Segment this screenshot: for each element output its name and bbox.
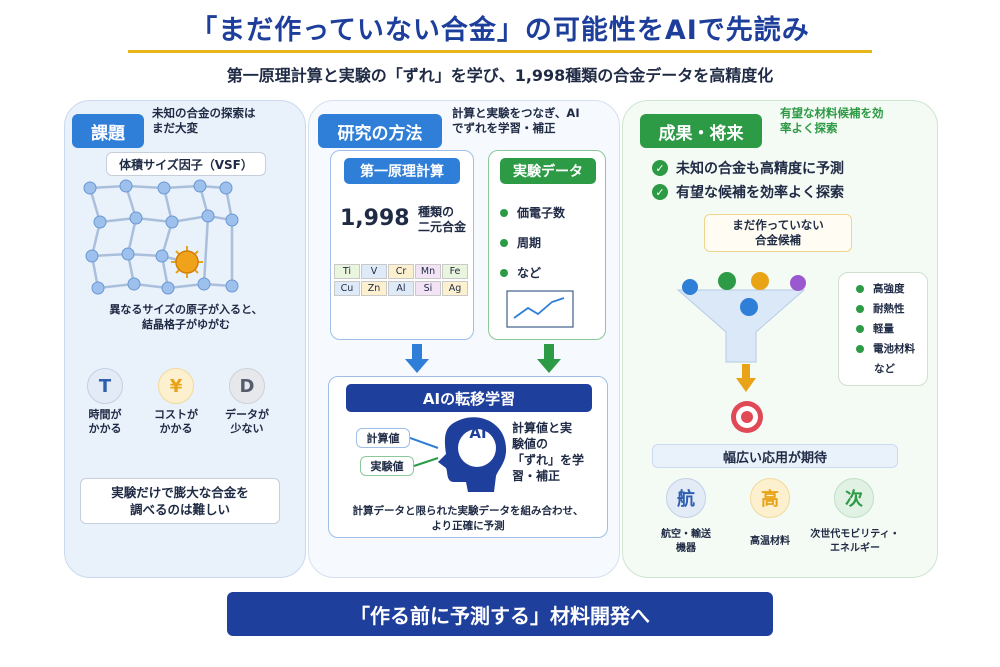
bullet-dot (856, 284, 864, 293)
crystal-lattice-diagram (83, 179, 239, 295)
results-note: 有望な材料候補を効 率よく探索 (780, 106, 884, 135)
experiment-item-label: 周期 (517, 236, 542, 250)
check-icon: ✓ (652, 184, 668, 200)
property-label: 高強度 (873, 283, 905, 295)
lattice-caption: 異なるサイズの原子が入ると、 結晶格子がゆがむ (109, 303, 263, 331)
exp-value-chip: 実験値 (360, 456, 414, 476)
conclusion-banner: 「作る前に予測する」材料開発へ (227, 592, 773, 636)
title-underline (128, 50, 872, 53)
experiment-item-label: 価電子数 (517, 206, 566, 220)
property-item: 軽量 (856, 321, 894, 336)
challenge-note: 未知の合金の探索は まだ大変 (152, 106, 256, 135)
time-icon: T (87, 368, 123, 404)
alloy-count: 1,998 (340, 206, 410, 231)
first-principles-head: 第一原理計算 (344, 158, 460, 184)
element-cell: Fe (442, 264, 468, 279)
result-check-label: 未知の合金も高精度に予測 (676, 161, 844, 177)
method-note: 計算と実験をつなぎ、AI でずれを学習・補正 (452, 106, 580, 135)
bullet-dot (856, 344, 864, 353)
results-tag: 成果・将来 (640, 114, 762, 148)
calc-value-chip: 計算値 (356, 428, 410, 448)
aerospace-icon: 航 (666, 478, 706, 518)
method-tag: 研究の方法 (318, 114, 442, 148)
ai-head-icon (438, 417, 507, 492)
result-check-item: ✓ 有望な候補を効率よく探索 (652, 182, 844, 202)
vsf-label: 体積サイズ因子（VSF） (106, 152, 266, 176)
result-check-item: ✓ 未知の合金も高精度に予測 (652, 158, 844, 178)
challenge-conclusion: 実験だけで膨大な合金を 調べるのは難しい (80, 478, 280, 524)
time-label: 時間が かかる (88, 408, 122, 435)
experiment-item: 周期 (500, 234, 541, 251)
transfer-learning-head: AIの転移学習 (346, 384, 592, 412)
cost-icon: ¥ (158, 368, 194, 404)
element-cell: Al (388, 281, 414, 296)
funnel-arrow-icon (736, 364, 756, 392)
element-cell: Si (415, 281, 441, 296)
check-icon: ✓ (652, 160, 668, 176)
data-icon: D (229, 368, 265, 404)
next-gen-label: 次世代モビリティ・ エネルギー (810, 529, 900, 554)
data-label: データが 少ない (225, 408, 269, 435)
down-arrow-blue-icon (405, 344, 429, 373)
experiment-item-label: など (517, 266, 542, 280)
property-label: 軽量 (873, 323, 894, 335)
ai-glyph: AI (469, 424, 487, 442)
challenge-tag: 課題 (72, 114, 144, 148)
target-icon (731, 401, 763, 433)
page-title: 「まだ作っていない合金」の可能性をAIで先読み (190, 15, 810, 46)
bullet-dot (856, 324, 864, 333)
input-arrows-icon (410, 437, 439, 467)
bullet-dot (500, 238, 508, 247)
trend-chart-icon (506, 290, 574, 328)
bullet-dot (856, 304, 864, 313)
page-subtitle: 第一原理計算と実験の「ずれ」を学び、1,998種類の合金データを高精度化 (226, 66, 774, 85)
high-temp-label: 高温材料 (750, 536, 790, 547)
property-item: 耐熱性 (856, 301, 905, 316)
applications-banner: 幅広い応用が期待 (652, 444, 898, 468)
aerospace-label: 航空・輸送 機器 (661, 529, 711, 554)
experiment-head: 実験データ (500, 158, 596, 184)
result-check-label: 有望な候補を効率よく探索 (676, 185, 844, 201)
element-cell: Ti (334, 264, 360, 279)
property-label: 電池材料 (873, 343, 915, 355)
property-label: 耐熱性 (873, 303, 905, 315)
property-etc: など (874, 363, 895, 375)
element-cell: Zn (361, 281, 387, 296)
down-arrow-green-icon (537, 344, 561, 373)
property-item: 電池材料 (856, 341, 915, 356)
bullet-dot (500, 268, 508, 277)
funnel-diagram (676, 272, 806, 363)
element-cell: Ag (442, 281, 468, 296)
alloy-count-unit: 種類の 二元合金 (418, 205, 467, 234)
experiment-item: 価電子数 (500, 204, 565, 221)
next-gen-icon: 次 (834, 478, 874, 518)
ai-caption: 計算データと限られた実験データを組み合わせ、 より正確に予測 (352, 505, 584, 532)
properties-box (838, 272, 928, 386)
element-cell: Cr (388, 264, 414, 279)
high-temp-icon: 高 (750, 478, 790, 518)
element-cell: V (361, 264, 387, 279)
element-cell: Cu (334, 281, 360, 296)
ai-explanation: 計算値と実 験値の 「ずれ」を学 習・補正 (512, 421, 585, 483)
bullet-dot (500, 208, 508, 217)
cost-label: コストが かかる (154, 408, 198, 435)
candidate-box: まだ作っていない 合金候補 (704, 214, 852, 252)
property-item: 高強度 (856, 281, 905, 296)
element-cell: Mn (415, 264, 441, 279)
experiment-item: など (500, 264, 541, 281)
